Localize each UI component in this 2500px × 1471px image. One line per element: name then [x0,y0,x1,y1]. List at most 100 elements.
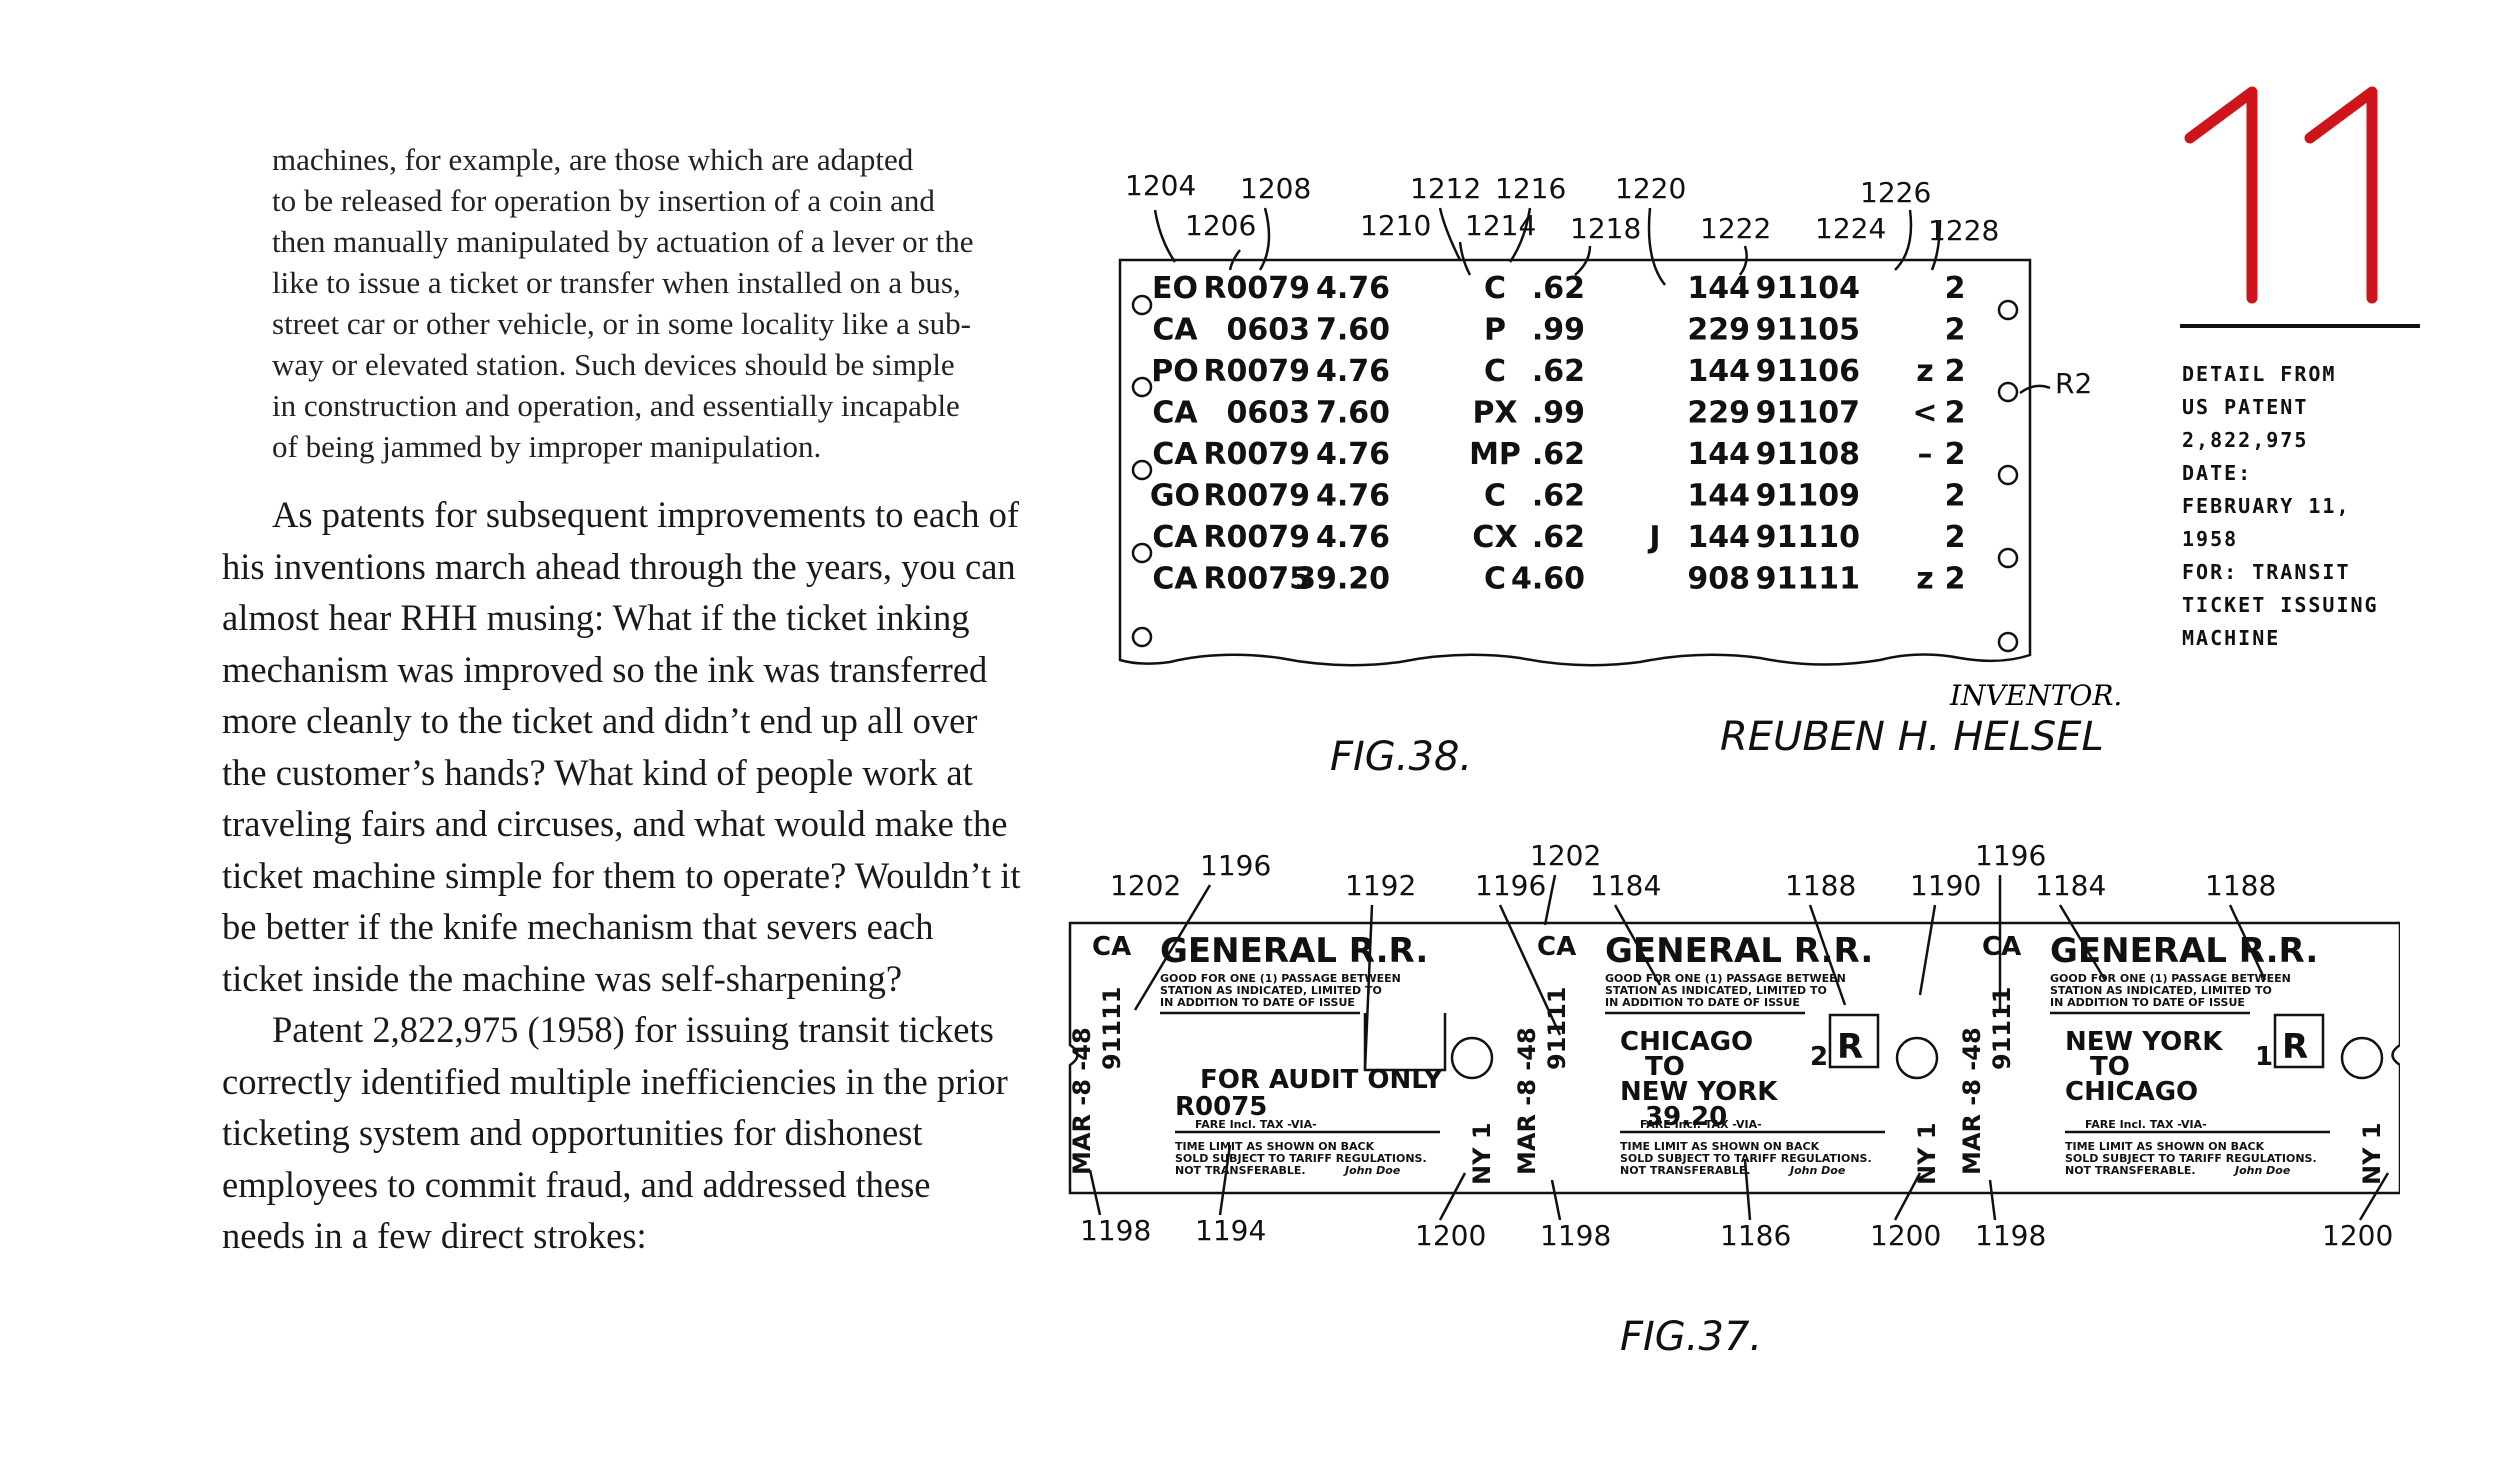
ticket-date: MAR -8 -48 [1513,1027,1541,1175]
tape-cell: 7.60 [1316,396,1390,431]
tape-cell: 0603 [1227,313,1311,348]
tape-cell: GO [1150,479,1200,514]
ref-label: 1192 [1345,869,1416,902]
ticket-text: IN ADDITION TO DATE OF ISSUE [2050,996,2245,1009]
ticket-badge: R [1837,1027,1863,1067]
tape-cell: 229 [1687,396,1750,431]
tape-cell: .62 [1532,354,1585,389]
tape-cell: .62 [1532,520,1585,555]
ticket-serial: 91111 [1988,987,2016,1071]
ref-label: 1208 [1240,172,1311,205]
tape-cell: 2 [1945,562,1966,597]
ref-label: 1186 [1720,1219,1791,1252]
ref-label: 1188 [2205,869,2276,902]
ref-label: 1202 [1110,869,1181,902]
tape-cell: C [1484,479,1506,514]
ticket-hole [1450,1036,1494,1080]
tape-cell: 229 [1687,313,1750,348]
ticket-box [1363,1013,1447,1072]
caption-line: TICKET ISSUING [2182,593,2379,617]
ticket-via: NY 1 [2358,1122,2386,1185]
ticket-text: IN ADDITION TO DATE OF ISSUE [1160,996,1355,1009]
tape-cell: 7.60 [1316,313,1390,348]
ticket-serial: 91111 [1098,987,1126,1071]
tape-cell: 91106 [1756,354,1860,389]
tape-cell: 4.76 [1316,354,1390,389]
quote-line: of being jammed by improper manipulation… [272,429,822,464]
caption-line: FEBRUARY 11, [2182,494,2351,518]
tape-cell: 4.60 [1511,562,1585,597]
ref-label: 1190 [1910,869,1981,902]
ticket-code: CA [1092,932,1131,962]
tape-cell: EO [1152,271,1198,306]
ticket-title: GENERAL R.R. [2050,931,2318,971]
ticket-text: FARE Incl. TAX -VIA- [1195,1118,1317,1131]
tape-cell: – [1918,437,1933,472]
ref-label: 1194 [1195,1214,1266,1247]
ticket-text: GOOD FOR ONE (1) PASSAGE BETWEEN [1605,972,1846,985]
ticket-text: STATION AS INDICATED, LIMITED TO [2050,984,2272,997]
ticket-badge: R [2282,1027,2308,1067]
tape-cell: 91108 [1756,437,1860,472]
tape-cell: PX [1472,396,1517,431]
tape-cell: 0603 [1227,396,1311,431]
caption-line: DATE: [2182,461,2253,485]
ticket-title: GENERAL R.R. [1160,931,1428,971]
tape-cell: .62 [1532,479,1585,514]
tape-cell: z [1916,354,1933,389]
tape-cell: 144 [1687,479,1750,514]
tape-cell: .62 [1532,437,1585,472]
tape-cell: 2 [1945,437,1966,472]
ref-label: 1206 [1185,209,1256,242]
ref-label: 1196 [1975,839,2046,872]
ticket-to: TO [1645,1052,1685,1082]
tape-cell: CA [1152,396,1198,431]
ticket-via: NY 1 [1468,1122,1496,1185]
ticket-text: STATION AS INDICATED, LIMITED TO [1160,984,1382,997]
ticket-mark: 2 [1810,1042,1828,1072]
ticket-dest: NEW YORK [1620,1077,1778,1107]
ticket-text: GOOD FOR ONE (1) PASSAGE BETWEEN [1160,972,1401,985]
ticket-text: SOLD SUBJECT TO TARIFF REGULATIONS. [1175,1152,1427,1165]
caption-line: MACHINE [2182,626,2281,650]
tape-cell: 2 [1945,520,1966,555]
quote-line: way or elevated station. Such devices sh… [272,347,955,382]
ticket-code: CA [1982,932,2021,962]
quote-line: in construction and operation, and essen… [272,388,960,423]
ticket-text: FARE Incl. TAX -VIA- [2085,1118,2207,1131]
ref-label: 1200 [1870,1219,1941,1252]
tape-cell: R0079 [1203,271,1310,306]
ticket-via: NY 1 [1913,1122,1941,1185]
ref-label: 1200 [2322,1219,2393,1252]
ticket-text: GOOD FOR ONE (1) PASSAGE BETWEEN [2050,972,2291,985]
ticket-title: GENERAL R.R. [1605,931,1873,971]
ref-label: 1198 [1975,1219,2046,1252]
ticket-text: SOLD SUBJECT TO TARIFF REGULATIONS. [2065,1152,2317,1165]
ticket-from: NEW YORK [2065,1027,2223,1057]
ticket-hole [2340,1036,2384,1080]
tape-cell: 2 [1945,479,1966,514]
ticket-text: TIME LIMIT AS SHOWN ON BACK [1620,1140,1820,1153]
tape-cell: 91109 [1756,479,1860,514]
ticket-hole [1895,1036,1939,1080]
tape-cell: 39.20 [1295,562,1390,597]
tape-cell: 2 [1945,396,1966,431]
tape-cell: C [1484,354,1506,389]
tape-cell: 908 [1687,562,1750,597]
ref-label: 1226 [1860,176,1931,209]
quote-line: then manually manipulated by actuation o… [272,224,974,259]
caption-line: 2,822,975 [2182,428,2309,452]
tape-cell: 2 [1945,313,1966,348]
caption-line: US PATENT [2182,395,2309,419]
tape-cell: 144 [1687,520,1750,555]
tape-cell: R0079 [1203,520,1310,555]
ref-label: 1184 [2035,869,2106,902]
tape-cell: 4.76 [1316,520,1390,555]
tape-cell: .99 [1532,396,1585,431]
ref-label: 1204 [1125,169,1196,202]
ref-label: 1216 [1495,172,1566,205]
ticket-badge-box [1828,1013,1880,1069]
ticket-price: 39.20 [1645,1102,1727,1132]
ticket-signature: John Doe [1343,1164,1401,1177]
